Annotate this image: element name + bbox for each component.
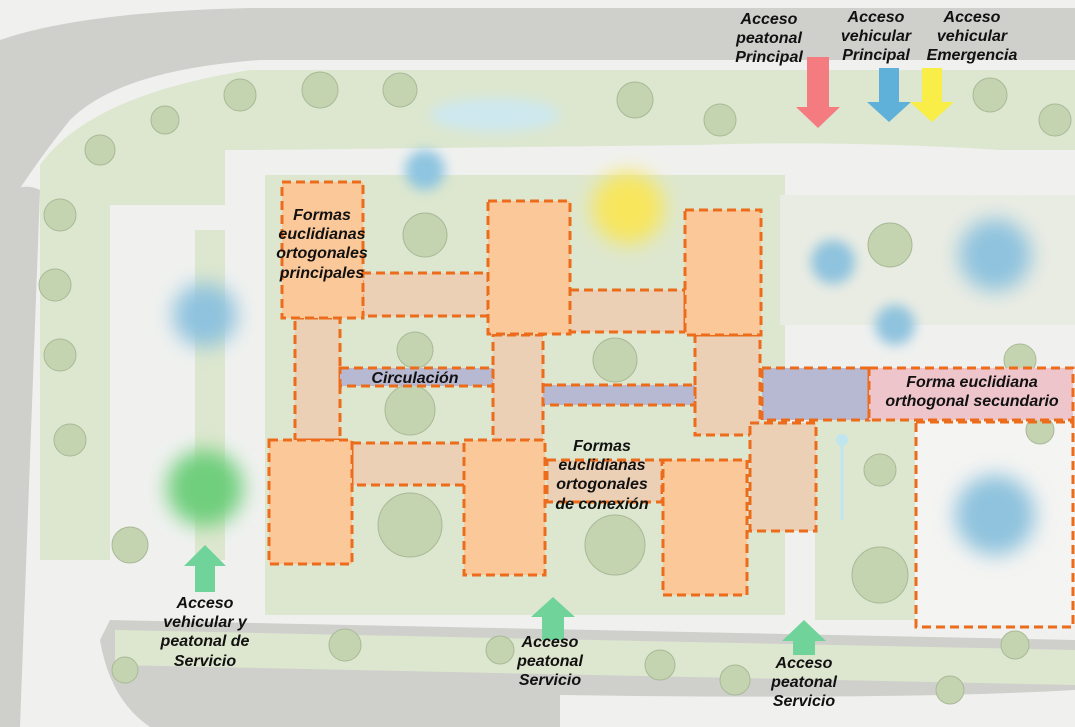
- label-acceso-vehicular-emergencia: Acceso vehicular Emergencia: [926, 9, 1018, 65]
- parking-outline: [914, 420, 1075, 629]
- connector-2: [568, 288, 687, 334]
- blob-blue-1: [405, 150, 445, 190]
- main-form-2: [486, 199, 572, 336]
- lamp-head: [836, 434, 848, 446]
- label-forma-secundario: Forma euclidiana orthogonal secundario: [885, 374, 1059, 411]
- main-form-3: [683, 208, 763, 337]
- main-form-5: [462, 438, 547, 577]
- blob-blue-4: [875, 305, 915, 345]
- secondary-form: [867, 366, 1075, 422]
- road-left: [0, 186, 40, 727]
- side-path: [225, 150, 265, 610]
- label-acceso-vehicular-peatonal-servicio: Acceso vehicular y peatonal de Servicio: [160, 595, 250, 670]
- blob-blue-2: [173, 283, 237, 347]
- label-acceso-peatonal-principal: Acceso peatonal Principal: [735, 11, 803, 67]
- connector-7: [545, 458, 664, 504]
- connector-5: [693, 333, 762, 437]
- arrow-vehicular-peatonal-servicio: [184, 545, 226, 592]
- blob-blue-6: [955, 475, 1035, 555]
- green-area-outer: [40, 70, 1075, 560]
- arrow-vehicular-principal: [867, 68, 911, 122]
- arrow-peatonal-principal: [796, 57, 840, 128]
- arrow-peatonal-servicio-2: [782, 620, 826, 655]
- trees: [38, 71, 1072, 705]
- circulation-3: [760, 366, 871, 422]
- connector-1: [360, 271, 490, 318]
- circulation-2: [541, 383, 697, 407]
- main-form-1: [280, 180, 365, 320]
- blob-blue-5: [959, 219, 1031, 291]
- connector-3: [293, 316, 342, 442]
- connector-8: [748, 421, 818, 533]
- main-form-6: [661, 458, 749, 597]
- label-circulacion: Circulación: [371, 370, 459, 387]
- circulation-1: [338, 366, 495, 388]
- connector-4: [491, 333, 545, 442]
- pool: [430, 98, 560, 132]
- road-top-left: [0, 8, 1075, 220]
- label-acceso-peatonal-servicio-2: Acceso peatonal Servicio: [771, 655, 837, 711]
- blob-blue-3: [811, 240, 855, 284]
- label-formas-conexion: Formas euclidianas ortogonales de conexi…: [555, 438, 649, 513]
- connector-6: [350, 441, 466, 487]
- arrow-peatonal-servicio-1: [531, 597, 575, 640]
- label-acceso-vehicular-principal: Acceso vehicular Principal: [840, 9, 912, 65]
- blob-green: [167, 450, 243, 526]
- blob-yellow: [592, 172, 664, 244]
- main-form-4: [267, 438, 354, 566]
- label-formas-principales: Formas euclidianas ortogonales principal…: [276, 207, 368, 282]
- arrow-vehicular-emergencia: [910, 68, 954, 122]
- label-acceso-peatonal-servicio-1: Acceso peatonal Servicio: [517, 634, 583, 690]
